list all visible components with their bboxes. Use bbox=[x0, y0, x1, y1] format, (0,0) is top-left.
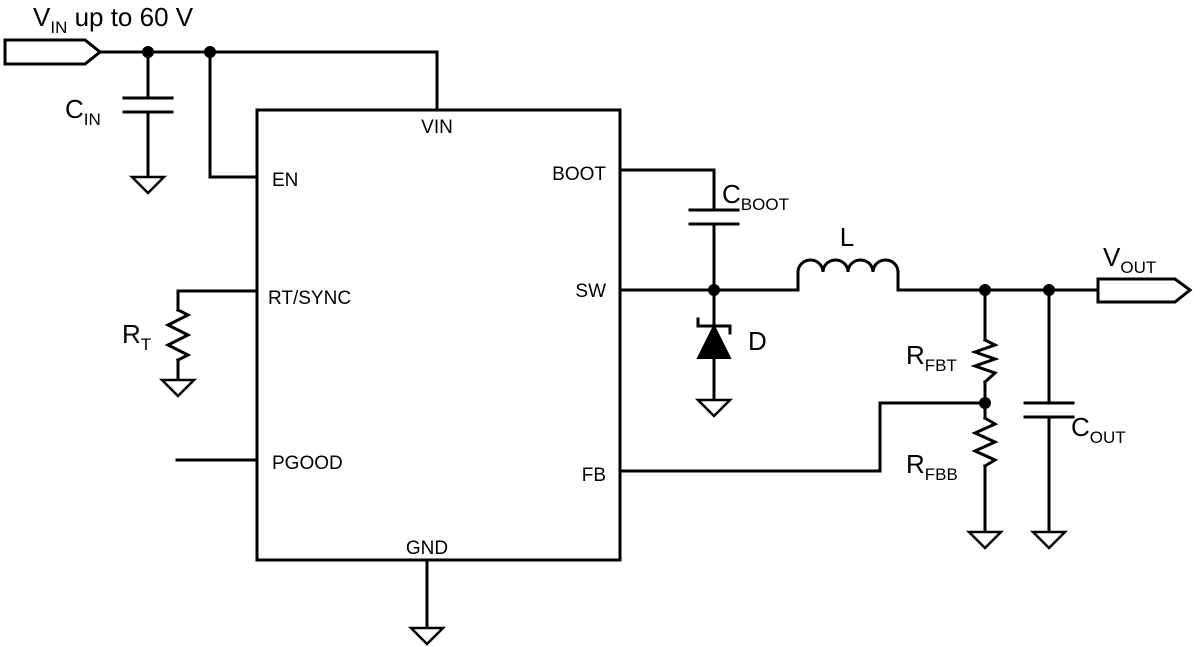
diode-cathode-bar bbox=[696, 317, 732, 335]
rfbt-resistor bbox=[970, 337, 1000, 385]
ground-icon bbox=[694, 398, 734, 418]
vin-rail-wire bbox=[98, 50, 439, 112]
pin-fb-label: FB bbox=[582, 465, 606, 486]
cboot-label: CBOOT bbox=[722, 179, 789, 214]
rt-resistor bbox=[164, 307, 192, 363]
fb-node-wire bbox=[618, 401, 987, 473]
pin-gnd-label: GND bbox=[406, 538, 448, 559]
vin-input-port bbox=[3, 38, 103, 66]
pin-sw-label: SW bbox=[575, 281, 606, 302]
cin-capacitor-plates bbox=[122, 96, 174, 114]
ground-icon bbox=[158, 378, 198, 398]
ic-body bbox=[255, 108, 622, 562]
rt-label: RT bbox=[122, 319, 151, 354]
cin-label: CIN bbox=[65, 94, 101, 129]
ground-icon bbox=[1029, 530, 1069, 550]
rfbt-label: RFBT bbox=[906, 340, 957, 375]
cout-capacitor-plates bbox=[1023, 401, 1075, 419]
vin-input-label: VIN up to 60 V bbox=[33, 2, 194, 37]
ground-icon bbox=[128, 175, 168, 195]
diode-label: D bbox=[748, 326, 767, 356]
pin-vin-label: VIN bbox=[421, 117, 453, 138]
vout-output-label: VOUT bbox=[1103, 242, 1156, 277]
cboot-capacitor-plates bbox=[688, 208, 740, 226]
pin-pgood-label: PGOOD bbox=[272, 453, 343, 474]
ground-icon bbox=[407, 626, 447, 646]
ground-icon bbox=[965, 530, 1005, 550]
rt-wire bbox=[176, 289, 259, 380]
vout-output-port bbox=[1096, 277, 1193, 304]
diode-icon bbox=[696, 323, 732, 359]
rfbb-resistor bbox=[971, 415, 999, 469]
pin-en-label: EN bbox=[272, 170, 298, 191]
cout-label: COUT bbox=[1071, 412, 1126, 447]
boot-wire bbox=[618, 168, 716, 292]
inductor-label: L bbox=[840, 222, 854, 252]
rfbb-label: RFBB bbox=[906, 449, 958, 484]
inductor-coil bbox=[796, 258, 900, 292]
en-wire bbox=[208, 50, 259, 179]
pin-rt-sync-label: RT/SYNC bbox=[268, 288, 351, 309]
pin-boot-label: BOOT bbox=[552, 164, 606, 185]
